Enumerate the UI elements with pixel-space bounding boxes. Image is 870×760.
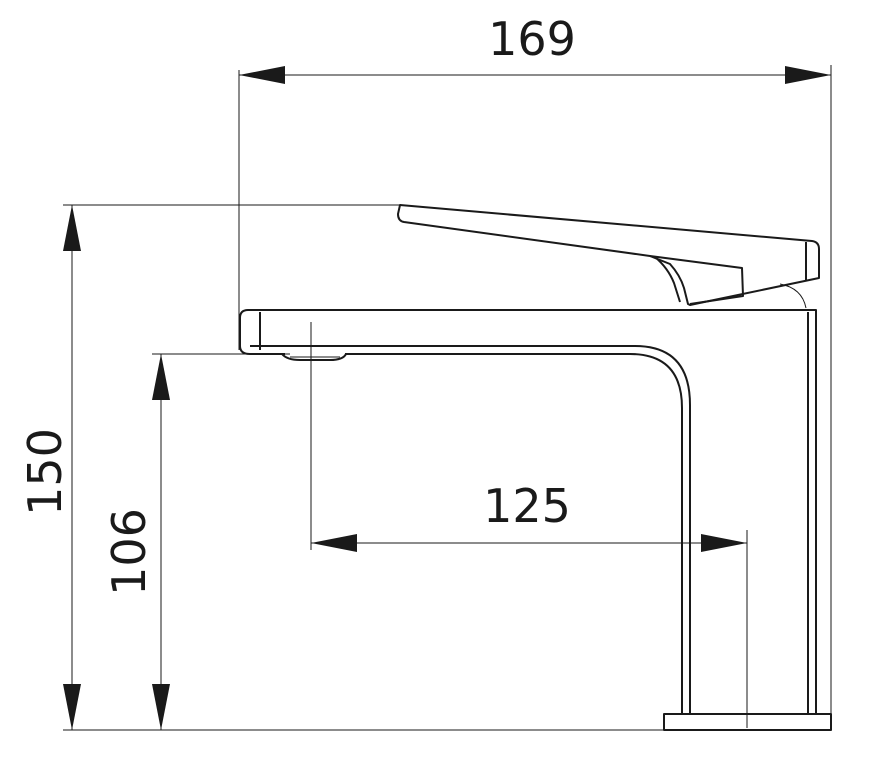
base-plate	[663, 713, 832, 731]
arrow-spout-top	[152, 354, 170, 400]
dimension-overall-width: 169	[238, 12, 832, 718]
handle-lever	[397, 204, 820, 306]
label-overall-height: 150	[18, 428, 72, 516]
handle-underside	[649, 255, 744, 305]
spout-nose	[239, 309, 285, 355]
arrow-reach-right	[701, 534, 747, 552]
arrow-top	[63, 205, 81, 251]
dimension-spout-height: 106	[102, 353, 290, 730]
spout-underside	[250, 345, 691, 714]
label-overall-width: 169	[488, 12, 576, 66]
lever-handle	[397, 204, 820, 309]
dimension-overall-height: 150	[18, 204, 400, 730]
arrow-spout-bottom	[152, 684, 170, 730]
handle-cartridge	[654, 256, 681, 303]
arrow-bottom	[63, 684, 81, 730]
spout-underside-inner	[345, 353, 683, 714]
arrow-left	[239, 66, 285, 84]
handle-pivot	[779, 283, 807, 309]
spout-top-plate	[248, 309, 817, 714]
label-spout-height: 106	[102, 508, 156, 596]
arrow-right	[785, 66, 831, 84]
aerator	[281, 353, 347, 361]
faucet-body	[239, 309, 832, 731]
label-spout-reach: 125	[483, 479, 571, 533]
dimension-spout-reach: 125	[310, 322, 748, 728]
arrow-reach-left	[311, 534, 357, 552]
